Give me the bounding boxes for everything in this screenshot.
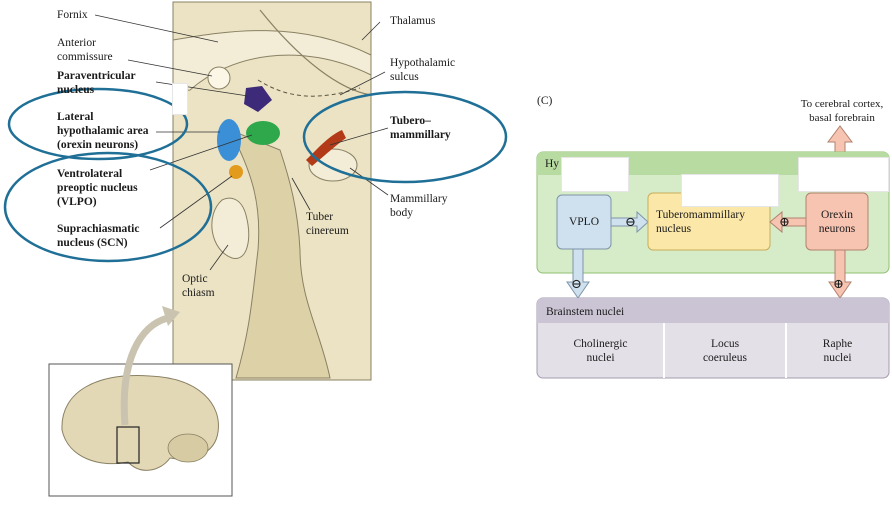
label-anterior-commissure: Anterior commissure	[57, 37, 113, 63]
inset-cerebellum	[167, 433, 209, 463]
label-paraventricular: Paraventricular nucleus	[57, 70, 136, 96]
flow-mask-1	[561, 157, 629, 192]
tuberomammillary-label: Tuberomammillary nucleus	[656, 209, 746, 235]
label-tuberomammillary: Tubero– mammillary	[390, 115, 451, 141]
third-ventricle	[228, 129, 331, 379]
leader-paraventricular	[155, 81, 249, 97]
panel-label-c: (C)	[537, 95, 553, 107]
leader-tuber-cinereum	[291, 177, 311, 211]
leader-scn	[159, 175, 233, 229]
leader-mammillary-body	[349, 167, 389, 196]
label-mammillary-body: Mammillary body	[390, 193, 448, 219]
anterior-commissure-shape	[207, 66, 231, 90]
highlight-ellipse-vlpo-scn	[3, 151, 213, 263]
thalamus-curve	[259, 9, 372, 96]
brainstem-cell-locus: Locus coeruleus	[702, 337, 748, 364]
leader-anterior-commissure	[127, 59, 213, 77]
label-tuber-cinereum: Tuber cinereum	[306, 211, 349, 237]
brainstem-header-bar	[537, 298, 889, 323]
orexin-label: Orexin neurons	[818, 209, 856, 235]
scn-nucleus	[229, 165, 243, 179]
flow-mask-2	[681, 174, 779, 207]
vplo-label: VPLO	[568, 216, 600, 228]
inset-to-panel-arrow	[120, 314, 170, 426]
optic-chiasm-shape	[211, 197, 250, 259]
arrow-vplo-to-tmn	[610, 210, 649, 234]
arrow-orexin-to-tmn	[769, 210, 807, 234]
brainstem-header: Brainstem nuclei	[546, 306, 625, 318]
flow-mask-3	[798, 157, 889, 192]
label-scn: Suprachiasmatic nucleus (SCN)	[57, 223, 140, 249]
inset-arrow-head	[162, 306, 180, 326]
inset-highlight-box	[116, 426, 140, 464]
arrow-to-cortex	[827, 125, 853, 153]
vlpo-nucleus	[246, 121, 280, 145]
paraventricular-nucleus	[244, 86, 272, 112]
leader-optic-chiasm	[209, 244, 229, 271]
brainstem-cell-cholinergic: Cholinergic nuclei	[573, 337, 628, 364]
top-note: To cerebral cortex, basal forebrain	[800, 98, 884, 124]
leader-tuberomammillary	[329, 127, 389, 146]
brainstem-cell-raphe: Raphe nuclei	[822, 337, 853, 364]
label-optic-chiasm: Optic chiasm	[182, 273, 215, 299]
minus-sign-vplo-tmn: ⊖	[625, 214, 636, 229]
label-thalamus: Thalamus	[390, 15, 436, 27]
lateral-hypothalamic-orexin	[217, 119, 241, 161]
highlight-ellipse-lateral	[7, 87, 189, 161]
label-lateral-hypothalamic: Lateral hypothalamic area (orexin neuron…	[57, 111, 149, 151]
plus-sign-orexin-tmn: ⊕	[779, 214, 790, 229]
leader-vlpo	[149, 134, 253, 171]
leader-thalamus	[361, 21, 381, 41]
hypothalamus-header: Hy	[545, 158, 560, 170]
label-vlpo: Ventrolateral preoptic nucleus (VLPO)	[57, 168, 138, 208]
highlight-ellipse-tuberomammillary	[302, 90, 508, 184]
leader-fornix	[94, 14, 219, 43]
label-fornix: Fornix	[57, 9, 88, 21]
label-hypothalamic-sulcus: Hypothalamic sulcus	[390, 57, 456, 83]
anatomy-mask	[172, 83, 188, 115]
leader-hypothalamic-sulcus	[339, 71, 386, 96]
minus-sign-vplo-brainstem: ⊖	[571, 276, 582, 291]
plus-sign-orexin-brainstem: ⊕	[833, 276, 844, 291]
